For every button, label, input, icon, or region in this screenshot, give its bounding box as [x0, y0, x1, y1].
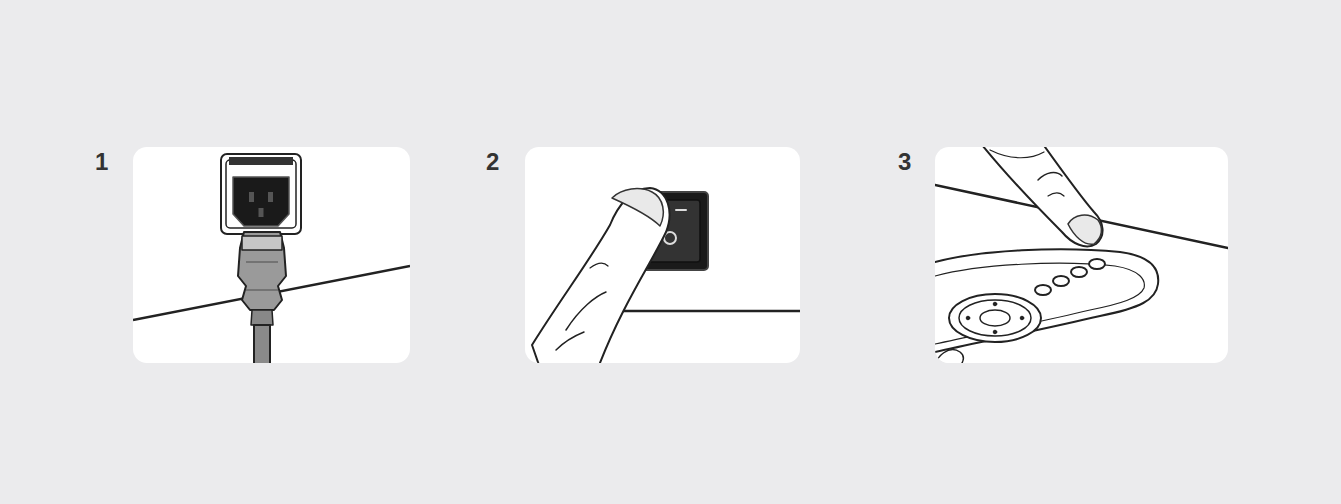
- control-panel-illustration: [935, 249, 1158, 352]
- switch-illustration: [556, 332, 584, 350]
- power-inlet-illustration: [246, 261, 278, 263]
- switch-illustration: [676, 209, 686, 211]
- power-inlet-illustration: [251, 310, 273, 325]
- control-panel-illustration: [966, 316, 970, 320]
- switch-illustration: [532, 188, 669, 363]
- control-panel-illustration: [959, 300, 1031, 336]
- switch-illustration: [566, 292, 606, 330]
- control-panel-illustration: [1035, 285, 1051, 295]
- power-inlet-illustration: [268, 192, 273, 202]
- control-panel-illustration: [935, 350, 963, 363]
- control-panel-illustration: [1053, 276, 1069, 286]
- power-inlet-illustration: [259, 208, 264, 217]
- control-panel-illustration: [935, 263, 1144, 344]
- control-panel-illustration: [980, 310, 1010, 326]
- control-panel-illustration: [978, 147, 1103, 246]
- switch-illustration: [612, 189, 663, 226]
- switch-illustration: [532, 188, 800, 363]
- power-inlet-illustration: [229, 157, 293, 165]
- callout-number: 3: [898, 150, 911, 174]
- power-inlet-illustration: [242, 236, 282, 250]
- control-panel-illustration: [1048, 193, 1064, 196]
- switch-illustration: [590, 263, 608, 268]
- control-panel-illustration: [993, 330, 997, 334]
- control-panel-illustration: [1038, 173, 1062, 180]
- control-panel-illustration: [990, 150, 1044, 158]
- control-panel-illustration: [949, 294, 1041, 342]
- power-inlet-illustration: [226, 160, 296, 228]
- control-panel-illustration: [1089, 259, 1105, 269]
- power-inlet-illustration: [254, 325, 270, 363]
- power-inlet-illustration: [233, 177, 289, 226]
- power-inlet-illustration: [249, 192, 254, 202]
- control-panel-illustration: [1068, 215, 1101, 244]
- control-panel-illustration: [1020, 316, 1024, 320]
- power-inlet-illustration: [238, 232, 286, 310]
- control-panel-illustration: [935, 147, 1228, 363]
- callout-number: 1: [95, 150, 108, 174]
- callout-number: 2: [486, 150, 499, 174]
- panel-backgrounds: [133, 147, 410, 363]
- control-panel-illustration: [1071, 267, 1087, 277]
- power-inlet-illustration: [133, 154, 410, 363]
- panel-backgrounds: [525, 147, 800, 363]
- power-inlet-illustration: [221, 154, 301, 234]
- power-inlet-illustration: [246, 289, 278, 291]
- panel-backgrounds: [935, 147, 1228, 363]
- control-panel-illustration: [993, 302, 997, 306]
- control-panel-illustration: [935, 185, 1228, 248]
